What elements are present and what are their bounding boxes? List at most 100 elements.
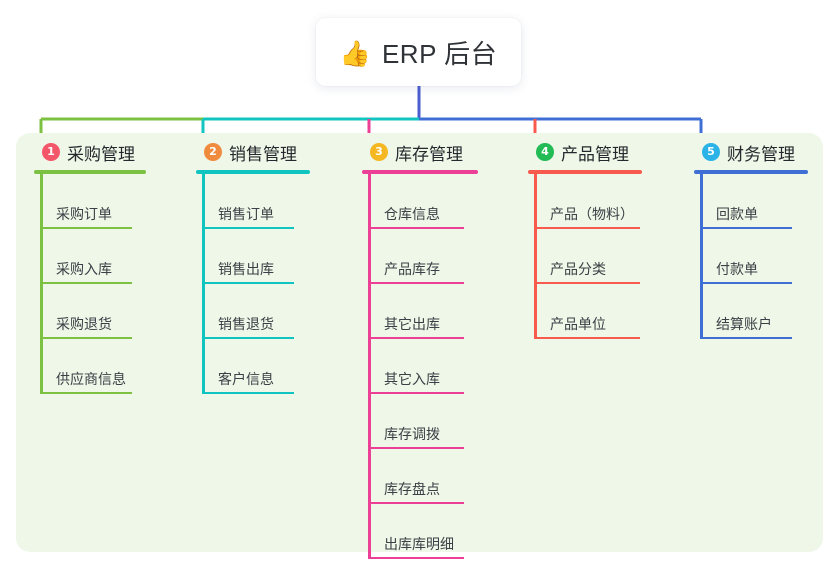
branch-item[interactable]: 其它出库 bbox=[362, 284, 478, 339]
branch-item[interactable]: 库存盘点 bbox=[362, 449, 478, 504]
branch-item[interactable]: 库存调拨 bbox=[362, 394, 478, 449]
branch-item[interactable]: 产品单位 bbox=[528, 284, 642, 339]
branch-item-underline bbox=[700, 227, 792, 229]
branch-item-label: 采购订单 bbox=[56, 206, 112, 222]
branch-item-label: 结算账户 bbox=[716, 316, 772, 332]
branch-title: 采购管理 bbox=[67, 144, 135, 164]
branch-header-5[interactable]: 5 财务管理 bbox=[694, 139, 808, 165]
branch-item-label: 产品库存 bbox=[384, 261, 440, 277]
branch-item-label: 销售出库 bbox=[218, 261, 274, 277]
branch-header-2[interactable]: 2 销售管理 bbox=[196, 139, 310, 165]
branch-item-label: 出库库明细 bbox=[384, 536, 454, 552]
branch-column-1: 1 采购管理采购订单采购入库采购退货供应商信息 bbox=[34, 139, 146, 394]
branch-item-underline bbox=[534, 282, 640, 284]
branch-item-label: 库存调拨 bbox=[384, 426, 440, 442]
branch-column-2: 2 销售管理销售订单销售出库销售退货客户信息 bbox=[196, 139, 310, 394]
branch-item-label: 客户信息 bbox=[218, 371, 274, 387]
branch-rail bbox=[368, 174, 371, 559]
branch-item-underline bbox=[40, 282, 132, 284]
branch-item[interactable]: 销售出库 bbox=[196, 229, 310, 284]
branch-header-underline bbox=[34, 170, 146, 174]
branch-item-label: 付款单 bbox=[716, 261, 758, 277]
branch-item[interactable]: 付款单 bbox=[694, 229, 808, 284]
branch-item[interactable]: 出库库明细 bbox=[362, 504, 478, 559]
branch-number-badge: 3 bbox=[370, 143, 388, 161]
branch-item-underline bbox=[368, 447, 464, 449]
branch-item-underline bbox=[202, 337, 294, 339]
branch-item-label: 采购入库 bbox=[56, 261, 112, 277]
branch-header-underline bbox=[196, 170, 310, 174]
branch-item[interactable]: 采购退货 bbox=[34, 284, 146, 339]
branch-item-label: 其它出库 bbox=[384, 316, 440, 332]
branch-item-label: 产品分类 bbox=[550, 261, 606, 277]
branch-item-list: 采购订单采购入库采购退货供应商信息 bbox=[34, 174, 146, 394]
branch-item-label: 销售订单 bbox=[218, 206, 274, 222]
branch-item-label: 产品单位 bbox=[550, 316, 606, 332]
branch-item-label: 仓库信息 bbox=[384, 206, 440, 222]
branch-column-4: 4 产品管理产品（物料） 产品分类产品单位 bbox=[528, 139, 642, 339]
branch-item[interactable]: 其它入库 bbox=[362, 339, 478, 394]
branch-column-5: 5 财务管理回款单付款单结算账户 bbox=[694, 139, 808, 339]
branch-item-underline bbox=[368, 557, 464, 559]
branch-item-underline bbox=[40, 337, 132, 339]
branch-item[interactable]: 供应商信息 bbox=[34, 339, 146, 394]
branch-item[interactable]: 销售退货 bbox=[196, 284, 310, 339]
branch-number-badge: 4 bbox=[536, 143, 554, 161]
branch-item-underline bbox=[368, 337, 464, 339]
branch-item-label: 回款单 bbox=[716, 206, 758, 222]
branch-item-label: 库存盘点 bbox=[384, 481, 440, 497]
branch-item-label: 其它入库 bbox=[384, 371, 440, 387]
branch-header-1[interactable]: 1 采购管理 bbox=[34, 139, 146, 165]
branch-item-list: 仓库信息产品库存其它出库其它入库库存调拨库存盘点出库库明细 bbox=[362, 174, 478, 559]
branch-item-underline bbox=[368, 392, 464, 394]
branch-item-underline bbox=[700, 337, 792, 339]
branch-item-label: 采购退货 bbox=[56, 316, 112, 332]
branch-item[interactable]: 产品（物料） bbox=[528, 174, 642, 229]
branch-item[interactable]: 采购入库 bbox=[34, 229, 146, 284]
branch-title: 财务管理 bbox=[727, 144, 795, 164]
branch-item[interactable]: 销售订单 bbox=[196, 174, 310, 229]
branch-item-underline bbox=[700, 282, 792, 284]
branch-number-badge: 2 bbox=[204, 143, 222, 161]
branch-number-badge: 5 bbox=[702, 143, 720, 161]
branch-title: 产品管理 bbox=[561, 144, 629, 164]
root-node[interactable]: 👍 ERP 后台 bbox=[316, 18, 521, 86]
branch-item[interactable]: 结算账户 bbox=[694, 284, 808, 339]
thumbs-up-icon: 👍 bbox=[339, 38, 371, 68]
branch-number-badge: 1 bbox=[42, 143, 60, 161]
branch-item-list: 产品（物料） 产品分类产品单位 bbox=[528, 174, 642, 339]
branch-title: 库存管理 bbox=[395, 144, 463, 164]
branch-item-list: 回款单付款单结算账户 bbox=[694, 174, 808, 339]
branch-item-underline bbox=[368, 282, 464, 284]
branch-header-underline bbox=[362, 170, 478, 174]
branch-item-underline bbox=[534, 227, 640, 229]
branch-item-underline bbox=[534, 337, 640, 339]
branch-header-underline bbox=[528, 170, 642, 174]
branch-header-3[interactable]: 3 库存管理 bbox=[362, 139, 478, 165]
branch-item[interactable]: 回款单 bbox=[694, 174, 808, 229]
branch-item[interactable]: 采购订单 bbox=[34, 174, 146, 229]
branch-item-underline bbox=[202, 392, 294, 394]
branch-item[interactable]: 产品分类 bbox=[528, 229, 642, 284]
branches-panel bbox=[16, 133, 823, 552]
branch-item-list: 销售订单销售出库销售退货客户信息 bbox=[196, 174, 310, 394]
branch-item-underline bbox=[368, 227, 464, 229]
branch-item-underline bbox=[40, 392, 132, 394]
branch-item-label: 供应商信息 bbox=[56, 371, 126, 387]
branch-rail bbox=[700, 174, 703, 339]
branch-item-underline bbox=[202, 227, 294, 229]
branch-item-label: 销售退货 bbox=[218, 316, 274, 332]
branch-item[interactable]: 客户信息 bbox=[196, 339, 310, 394]
branch-header-4[interactable]: 4 产品管理 bbox=[528, 139, 642, 165]
root-node-title: ERP 后台 bbox=[381, 38, 498, 69]
branch-rail bbox=[40, 174, 43, 394]
branch-item-underline bbox=[202, 282, 294, 284]
branch-item-label: 产品（物料） bbox=[550, 206, 634, 222]
branch-column-3: 3 库存管理仓库信息产品库存其它出库其它入库库存调拨库存盘点出库库明细 bbox=[362, 139, 478, 559]
branch-item-underline bbox=[368, 502, 464, 504]
branch-item[interactable]: 产品库存 bbox=[362, 229, 478, 284]
branch-rail bbox=[202, 174, 205, 394]
branch-title: 销售管理 bbox=[229, 144, 297, 164]
branch-item[interactable]: 仓库信息 bbox=[362, 174, 478, 229]
